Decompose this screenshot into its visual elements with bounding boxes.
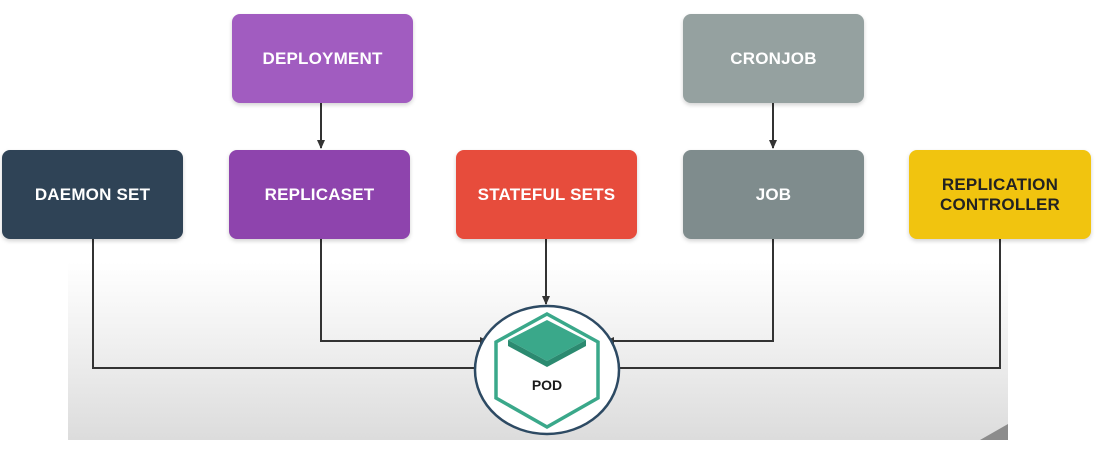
stateful-sets-label: STATEFUL SETS <box>477 184 616 204</box>
pod-label: POD <box>531 377 563 393</box>
daemon-set-node[interactable]: DAEMON SET <box>2 150 183 239</box>
arrow-replicaset-to-pod <box>320 239 489 345</box>
cronjob-node[interactable]: CRONJOB <box>683 14 864 103</box>
replication-controller-node[interactable]: REPLICATION CONTROLLER <box>909 150 1091 239</box>
replicaset-label: REPLICASET <box>264 184 375 204</box>
job-label: JOB <box>755 184 792 204</box>
arrow-job-to-pod <box>605 239 774 345</box>
replication-controller-label: REPLICATION CONTROLLER <box>939 174 1061 214</box>
deployment-node[interactable]: DEPLOYMENT <box>232 14 413 103</box>
pod-cube-icon <box>473 304 621 436</box>
pod-cube-shadow <box>508 340 586 367</box>
replicaset-node[interactable]: REPLICASET <box>229 150 410 239</box>
job-node[interactable]: JOB <box>683 150 864 239</box>
arrow-replicationcontroller-to-pod <box>605 239 1001 372</box>
pod-cube-top <box>508 320 586 361</box>
arrow-daemonset-to-pod <box>92 239 489 372</box>
stateful-sets-node[interactable]: STATEFUL SETS <box>456 150 637 239</box>
corner-shadow <box>980 424 1008 440</box>
daemon-set-label: DAEMON SET <box>34 184 151 204</box>
deployment-label: DEPLOYMENT <box>262 48 383 68</box>
cronjob-label: CRONJOB <box>730 48 817 68</box>
